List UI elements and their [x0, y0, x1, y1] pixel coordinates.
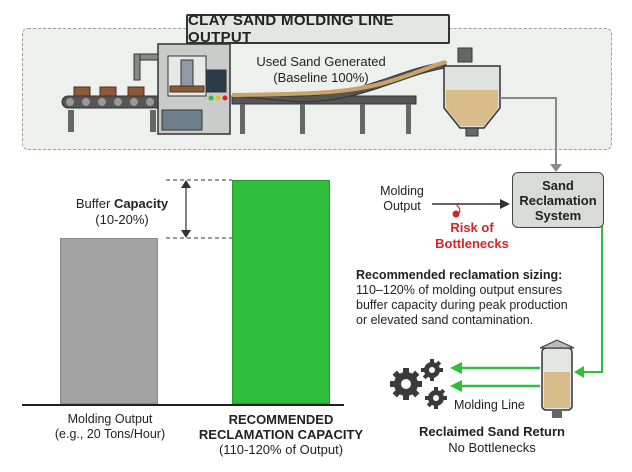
production-line-panel — [22, 28, 612, 150]
buffer-capacity-label: Buffer Capacity (10-20%) — [75, 196, 169, 227]
molding-output-bar-label: Molding Output (e.g., 20 Tons/Hour) — [54, 412, 166, 441]
reclamation-capacity-bar — [232, 180, 330, 404]
sand-reclamation-system-box: Sand Reclamation System — [512, 172, 604, 228]
molding-machine-icon — [133, 43, 231, 135]
arrow-to-silo — [582, 226, 603, 373]
diagram-title: CLAY SAND MOLDING LINE OUTPUT — [186, 12, 450, 46]
reclamation-capacity-bar-label: RECOMMENDED RECLAMATION CAPACITY (110-12… — [198, 412, 364, 457]
molding-output-label: Molding Output — [380, 184, 424, 213]
molding-line-label: Molding Line — [454, 398, 525, 412]
chart-baseline — [22, 404, 344, 406]
silo-icon — [539, 339, 575, 418]
elevating-conveyor-icon — [231, 60, 447, 134]
risk-marker-icon — [452, 210, 460, 218]
sizing-note: Recommended reclamation sizing: 110–120%… — [356, 268, 568, 327]
conveyor-icon — [61, 86, 167, 132]
arrow-to-reclamation — [500, 97, 557, 166]
hopper-icon — [443, 47, 501, 137]
molding-output-bar — [60, 238, 158, 404]
reclaimed-sand-return-label: Reclaimed Sand Return No Bottlenecks — [419, 424, 565, 455]
gears-icon — [390, 359, 447, 409]
used-sand-label: Used Sand Generated (Baseline 100%) — [256, 54, 386, 85]
risk-label: Risk of Bottlenecks — [435, 220, 509, 251]
